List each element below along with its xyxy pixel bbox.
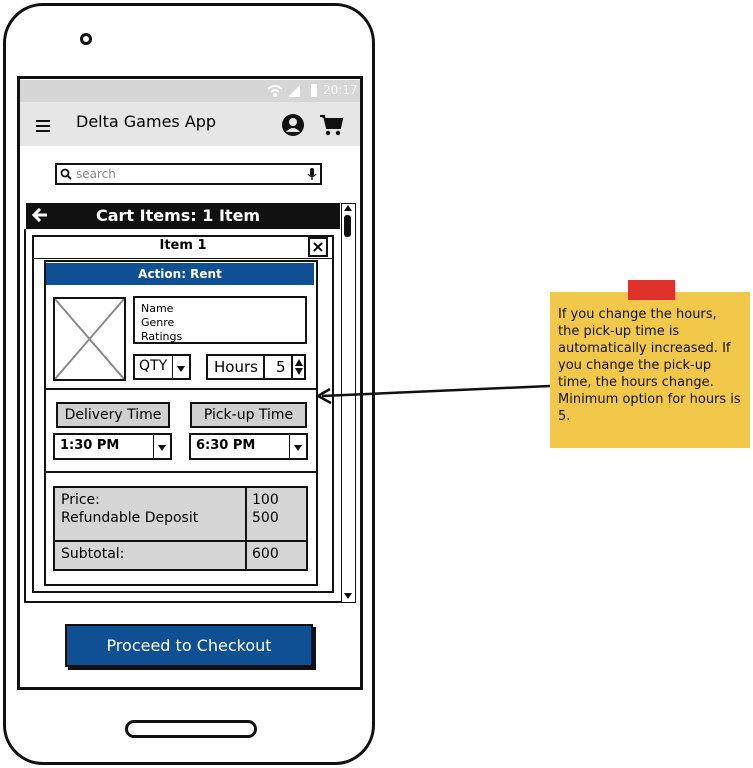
- deposit-value: 500: [252, 510, 279, 526]
- price-col-divider: [245, 488, 247, 569]
- price-row-divider: [55, 540, 306, 542]
- scroll-thumb[interactable]: [344, 215, 351, 237]
- chevron-down-icon: [177, 366, 185, 372]
- pickup-time-value: 6:30 PM: [196, 438, 256, 453]
- signal-icon: [288, 85, 300, 97]
- home-button[interactable]: [125, 720, 257, 738]
- qty-select[interactable]: QTY: [133, 354, 191, 380]
- chevron-down-icon: [294, 445, 302, 451]
- status-bar: 20:17: [20, 80, 360, 102]
- note-text: If you change the hours, the pick-up tim…: [558, 307, 741, 424]
- annotation-arrow: [315, 384, 551, 405]
- decrement-arrow-icon[interactable]: [295, 368, 303, 375]
- pickup-time-select[interactable]: 6:30 PM: [189, 433, 308, 460]
- close-icon[interactable]: ×: [308, 237, 328, 257]
- delivery-time-dropdown-arrow[interactable]: [153, 435, 170, 458]
- back-arrow-icon[interactable]: [32, 208, 48, 222]
- wifi-icon: [267, 85, 283, 97]
- price-label: Price:: [61, 492, 100, 508]
- cart-header: Cart Items: 1 Item: [26, 203, 340, 229]
- item-details: Name Genre Ratings: [133, 296, 307, 344]
- divider: [46, 388, 316, 390]
- hours-divider: [263, 356, 265, 378]
- menu-icon[interactable]: [36, 120, 50, 132]
- increment-arrow-icon[interactable]: [295, 359, 303, 366]
- detail-genre: Genre: [141, 316, 175, 329]
- subtotal-value: 600: [252, 546, 279, 562]
- hours-stepper[interactable]: Hours 5: [206, 354, 306, 380]
- price-table: Price: Refundable Deposit 100 500 Subtot…: [53, 486, 308, 571]
- cart-icon[interactable]: [319, 114, 344, 136]
- subtotal-label: Subtotal:: [61, 546, 125, 562]
- hours-label: Hours: [214, 358, 258, 376]
- qty-label: QTY: [139, 358, 168, 374]
- sticky-note: If you change the hours, the pick-up tim…: [550, 292, 750, 448]
- detail-name: Name: [141, 302, 174, 315]
- note-tape: [628, 280, 675, 300]
- price-value: 100: [252, 492, 279, 508]
- cart-title: Cart Items: 1 Item: [96, 206, 261, 225]
- mic-icon[interactable]: [307, 167, 317, 181]
- action-banner: Action: Rent: [46, 263, 314, 285]
- scroll-down-arrow[interactable]: [344, 593, 352, 599]
- qty-dropdown-arrow[interactable]: [172, 356, 189, 378]
- hours-stepper-divider: [291, 356, 293, 378]
- app-title: Delta Games App: [76, 112, 217, 131]
- item-header: Item 1: [32, 235, 334, 259]
- battery-icon: [311, 84, 317, 97]
- search-icon: [60, 168, 72, 180]
- camera: [80, 33, 92, 45]
- scrollbar[interactable]: [341, 203, 356, 603]
- deposit-label: Refundable Deposit: [61, 510, 199, 526]
- account-icon[interactable]: [281, 113, 305, 137]
- search-placeholder: search: [76, 167, 116, 181]
- hours-value[interactable]: 5: [276, 358, 286, 376]
- divider: [46, 471, 316, 473]
- delivery-time-value: 1:30 PM: [60, 438, 120, 453]
- status-time: 20:17: [323, 83, 358, 97]
- chevron-down-icon: [158, 445, 166, 451]
- search-input[interactable]: search: [55, 163, 322, 185]
- pickup-time-dropdown-arrow[interactable]: [289, 435, 306, 458]
- detail-ratings: Ratings: [141, 330, 183, 343]
- pickup-time-button[interactable]: Pick-up Time: [190, 402, 307, 428]
- item-inner-frame: [44, 260, 318, 586]
- image-placeholder-icon: [53, 297, 126, 381]
- delivery-time-button[interactable]: Delivery Time: [56, 402, 170, 428]
- delivery-time-select[interactable]: 1:30 PM: [53, 433, 172, 460]
- scroll-up-arrow[interactable]: [344, 205, 352, 211]
- proceed-to-checkout-button[interactable]: Proceed to Checkout: [65, 624, 313, 667]
- cart-content-frame: [24, 229, 342, 603]
